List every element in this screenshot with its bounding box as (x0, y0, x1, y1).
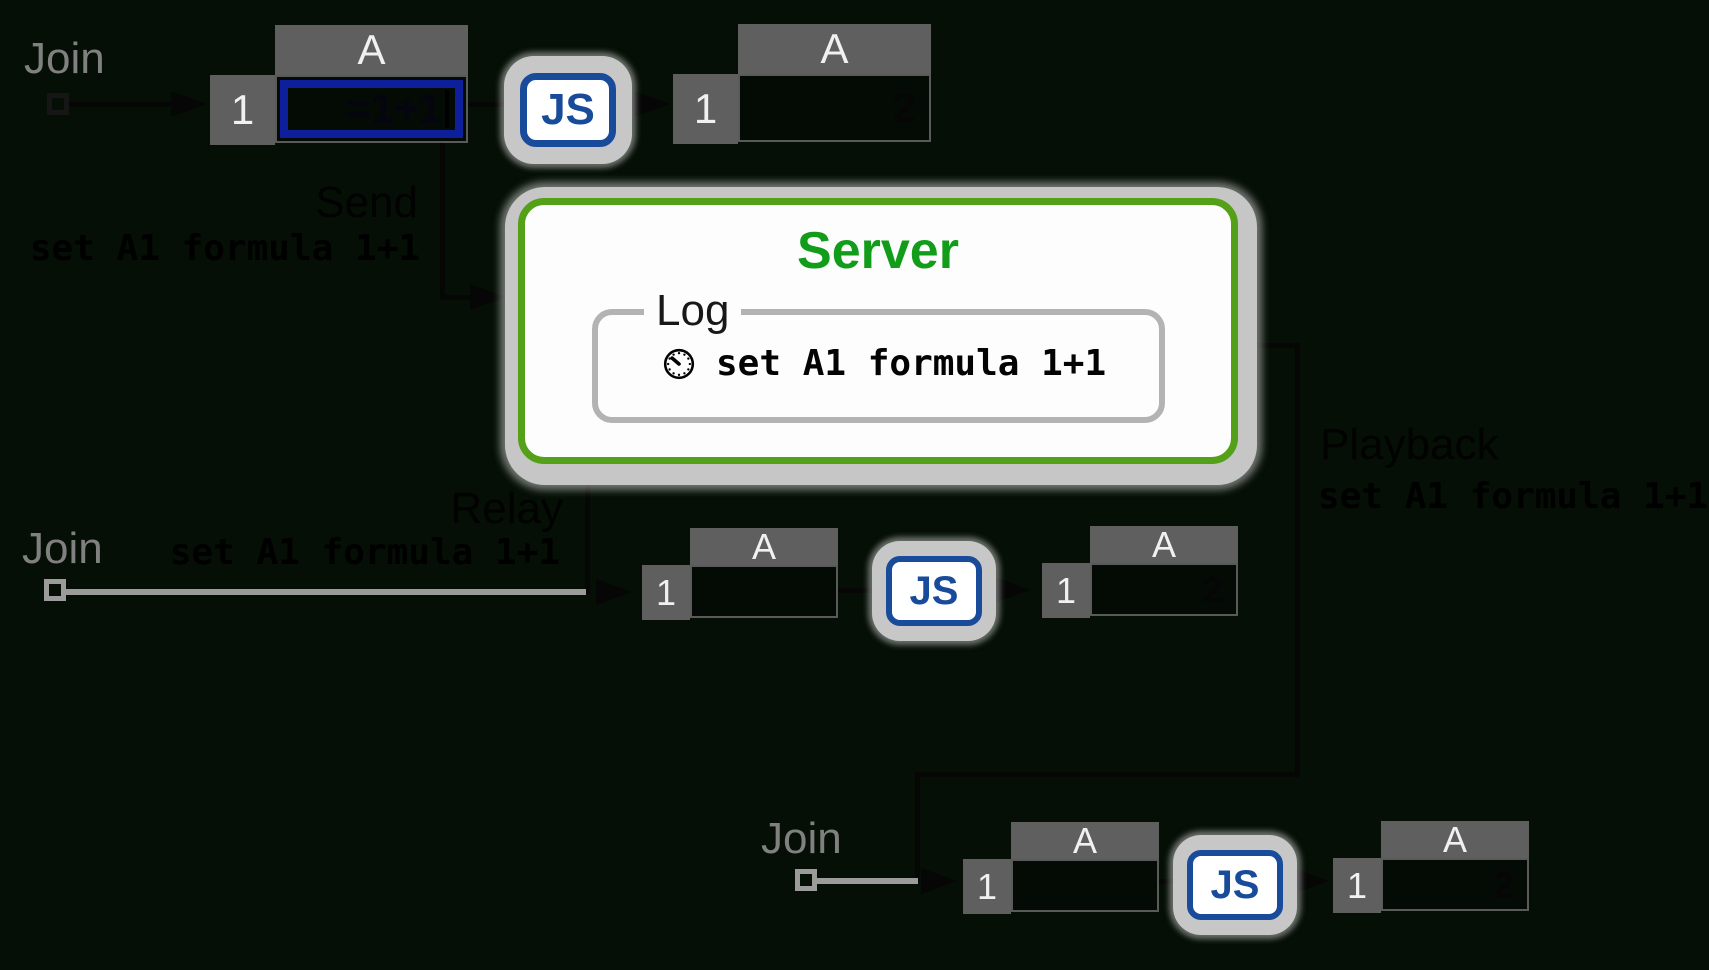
column-header-cell: A (1011, 820, 1159, 861)
flow-command-playback: set A1 formula 1+1 (1318, 476, 1709, 517)
server-panel-glow: Server Log (505, 187, 1257, 485)
arrowhead-icon (921, 868, 957, 894)
row-header-cell: 1 (1042, 563, 1090, 618)
text-cursor (445, 90, 449, 128)
server-panel: Server Log (518, 198, 1238, 464)
playback-line-vertical-down (915, 772, 920, 881)
data-cell (1011, 859, 1159, 912)
clock-icon (663, 348, 695, 379)
js-logo: JS (520, 73, 616, 147)
join-origin-node-middle (44, 579, 66, 601)
cell-value: 2 (892, 84, 916, 131)
arrowhead-icon (994, 577, 1030, 603)
data-cell: 2 (1090, 563, 1238, 616)
data-cell: 2 (738, 74, 931, 142)
data-cell (690, 565, 838, 618)
join-label-bottom: Join (761, 814, 842, 863)
js-engine-badge-top: JS (504, 56, 632, 164)
log-command: set A1 formula 1+1 (716, 343, 1107, 384)
data-cell: 2 (1381, 858, 1529, 911)
cell-value: 2 (1493, 863, 1514, 905)
row-header-cell: 1 (210, 75, 275, 145)
join-label-middle: Join (22, 524, 103, 573)
js-logo: JS (1187, 850, 1283, 920)
js-engine-badge-bottom: JS (1173, 835, 1297, 935)
arrowhead-icon (596, 579, 632, 605)
connector-line (838, 588, 872, 593)
join-origin-node-top (47, 93, 69, 115)
server-title: Server (797, 222, 959, 280)
row-header-cell: 1 (963, 859, 1011, 914)
send-line-horizontal (440, 295, 475, 300)
flow-label-send: Send (315, 178, 418, 227)
data-cell-editing: =1+1 (275, 75, 468, 143)
join-origin-node-bottom (795, 869, 817, 891)
row-header-cell: 1 (1333, 858, 1381, 913)
connector-line (468, 102, 504, 107)
formula-text: =1+1 (346, 85, 442, 132)
row-header-cell: 1 (642, 565, 690, 620)
column-header-cell: A (1090, 524, 1238, 565)
column-header-cell: A (275, 25, 468, 75)
log-fieldset: Log set A1 formul (592, 289, 1165, 423)
playback-line-horizontal (917, 772, 1299, 777)
join-arrow-line-middle (66, 589, 586, 595)
column-header-cell: A (690, 526, 838, 567)
flow-label-relay: Relay (450, 484, 564, 533)
js-logo: JS (886, 556, 982, 626)
js-engine-badge-middle: JS (872, 541, 996, 641)
arrowhead-icon (634, 91, 670, 117)
join-label-top: Join (24, 34, 105, 83)
flow-label-playback: Playback (1320, 420, 1499, 469)
connector-line (628, 102, 638, 107)
flow-command-relay: set A1 formula 1+1 (169, 532, 560, 573)
column-header-cell: A (738, 24, 931, 74)
connector-line (1159, 879, 1175, 884)
log-entry: set A1 formula 1+1 (662, 343, 1159, 384)
arrowhead-icon (171, 91, 207, 117)
log-legend: Log (644, 289, 742, 333)
arrowhead-icon (470, 284, 506, 310)
join-arrow-line-bottom (817, 878, 918, 884)
row-header-cell: 1 (673, 74, 738, 144)
playback-line-out (1240, 343, 1298, 348)
cell-selection-border: =1+1 (280, 80, 463, 138)
column-header-cell: A (1381, 819, 1529, 860)
flow-command-send: set A1 formula 1+1 (29, 228, 420, 269)
cell-value: 2 (1202, 568, 1223, 610)
arrowhead-icon (1293, 868, 1329, 894)
send-line-vertical (440, 140, 445, 300)
relay-line-vertical (585, 470, 590, 594)
playback-line-vertical-right (1295, 343, 1300, 776)
join-arrow-line-top (69, 102, 174, 107)
